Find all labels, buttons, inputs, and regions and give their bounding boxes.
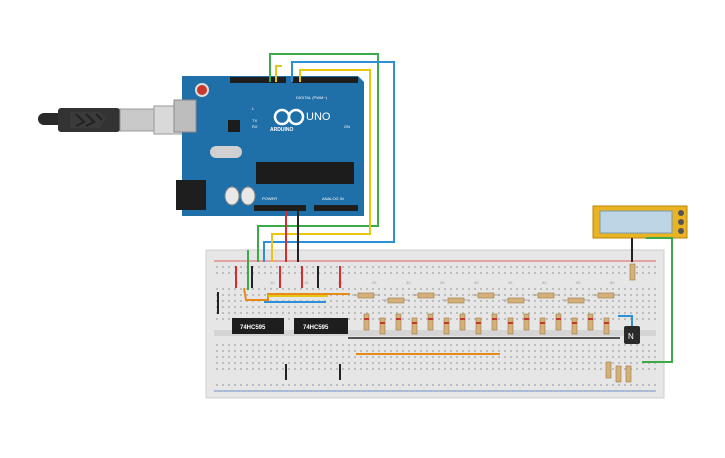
resistors-transistor[interactable] (605, 263, 636, 383)
led-label-l: L (252, 106, 255, 111)
capacitor-1 (224, 186, 240, 206)
resistor[interactable] (603, 317, 610, 335)
arduino-brand: ARDUINO (270, 127, 293, 133)
on-label: ON (344, 124, 350, 129)
led-label-tx: TX (252, 118, 257, 123)
column-number: 40 (474, 280, 479, 285)
wire-orange-1[interactable] (243, 287, 350, 301)
resistor[interactable] (412, 292, 440, 299)
resistor[interactable] (587, 313, 594, 331)
column-number: 60 (610, 280, 615, 285)
chip-label-1: 74HC595 (240, 325, 266, 331)
arduino-model: UNO (306, 111, 331, 123)
atmega-chip (256, 162, 354, 184)
arduino-uno-board[interactable]: ARDUINO UNO DIGITAL (PWM~) POWER ANALOG … (173, 76, 364, 216)
wire-blue-1[interactable] (263, 61, 395, 262)
crystal (210, 146, 242, 158)
reset-button[interactable] (195, 83, 209, 97)
center-channel (214, 330, 656, 336)
transistor-label: N (628, 332, 634, 341)
wire-display-green[interactable] (642, 237, 673, 363)
resistor[interactable] (352, 292, 380, 299)
analog-header (314, 205, 358, 211)
resistor[interactable] (442, 297, 470, 304)
resistor[interactable] (443, 317, 450, 335)
display-module[interactable] (592, 205, 688, 239)
resistor[interactable] (382, 297, 410, 304)
column-number: 50 (542, 280, 547, 285)
resistor[interactable] (502, 297, 530, 304)
resistor[interactable] (379, 317, 386, 335)
resistor[interactable] (395, 313, 402, 331)
resistor[interactable] (472, 292, 500, 299)
resistor[interactable] (427, 313, 434, 331)
wires[interactable] (217, 53, 673, 380)
column-number: 15 (304, 280, 309, 285)
chip-label-2: 74HC595 (303, 325, 329, 331)
small-chip (228, 120, 240, 132)
digital-label: DIGITAL (PWM~) (296, 95, 328, 100)
led-label-rx: RX (252, 124, 258, 129)
resistors-top-row[interactable] (352, 292, 620, 304)
resistor[interactable] (363, 313, 370, 331)
column-number: 5 (236, 280, 239, 285)
column-number: 30 (406, 280, 411, 285)
power-header (254, 205, 306, 211)
capacitor-2 (240, 186, 256, 206)
resistor[interactable] (539, 317, 546, 335)
resistor[interactable] (523, 313, 530, 331)
resistor[interactable] (555, 313, 562, 331)
shift-register-2[interactable]: 74HC595 (294, 318, 348, 334)
usb-cable[interactable] (38, 105, 189, 135)
resistor[interactable] (491, 313, 498, 331)
wire-yellow-1[interactable] (271, 69, 371, 262)
resistor[interactable] (459, 313, 466, 331)
usb-port (173, 99, 197, 133)
analog-label: ANALOG IN (322, 196, 344, 201)
resistor[interactable] (411, 317, 418, 335)
resistor[interactable] (532, 292, 560, 299)
wire-blue-3[interactable] (618, 315, 633, 326)
column-number: 35 (440, 280, 445, 285)
resistor[interactable] (562, 297, 590, 304)
resistor[interactable] (507, 317, 514, 335)
column-number: 45 (508, 280, 513, 285)
digital-header-left (230, 77, 286, 83)
wire-green-1[interactable] (257, 53, 379, 262)
power-jack (176, 180, 206, 210)
column-number: 25 (372, 280, 377, 285)
wire-yellow-stub[interactable] (275, 65, 282, 82)
power-label: POWER (262, 196, 277, 201)
resistor[interactable] (571, 317, 578, 335)
shift-register-1[interactable]: 74HC595 (232, 318, 284, 334)
digital-header-right (292, 77, 358, 83)
npn-transistor[interactable]: N (624, 326, 640, 344)
resistor[interactable] (475, 317, 482, 335)
column-number: 55 (576, 280, 581, 285)
column-number: 10 (270, 280, 275, 285)
resistors-bottom-row[interactable] (363, 313, 610, 335)
resistor[interactable] (592, 292, 620, 299)
